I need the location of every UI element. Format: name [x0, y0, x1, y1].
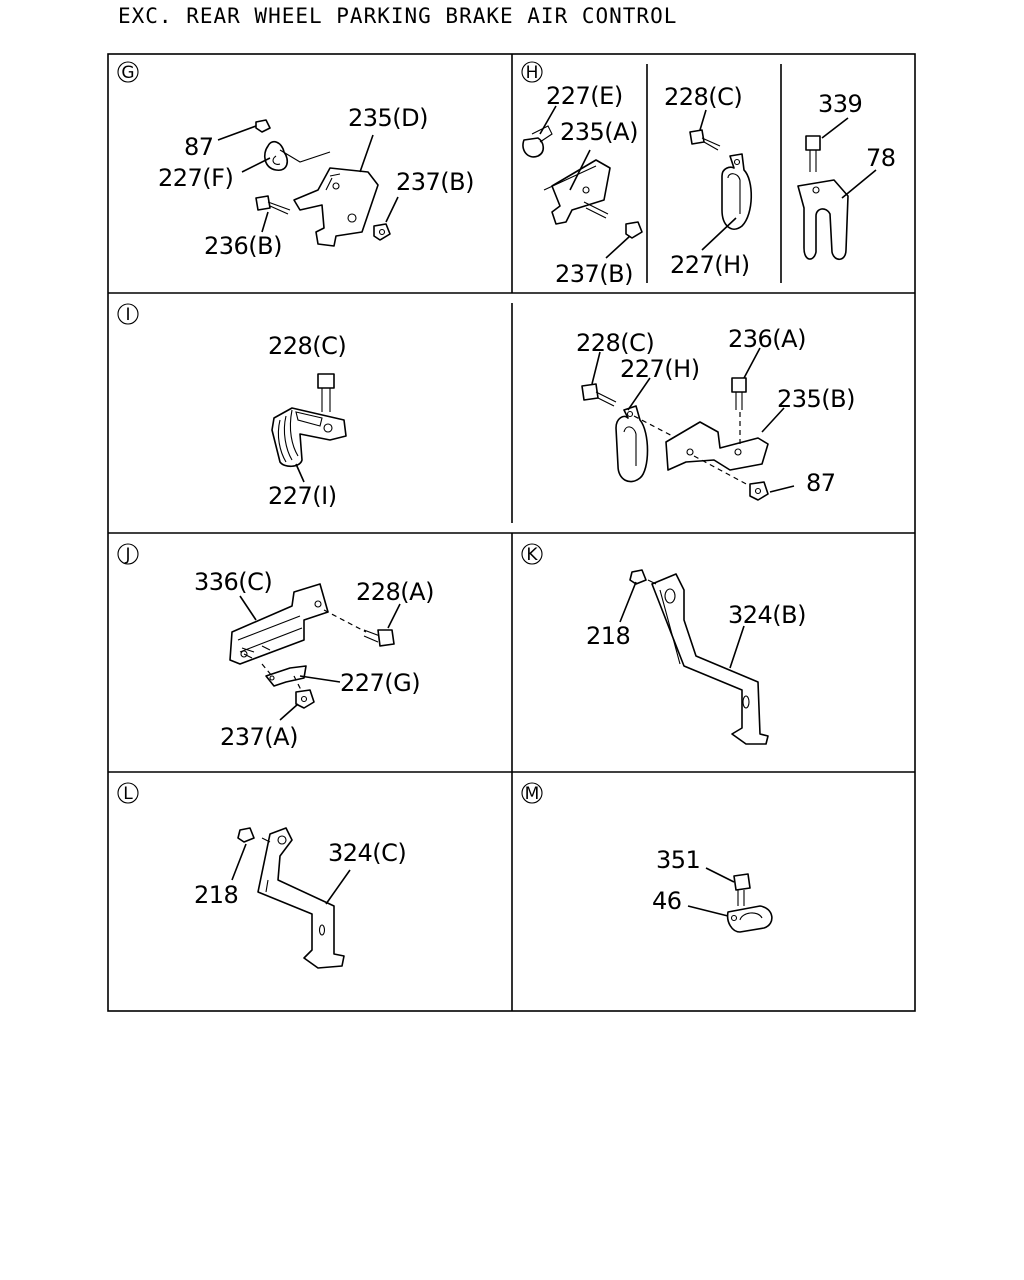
clip-227f [263, 140, 289, 171]
label-227i: 227(I) [268, 482, 337, 510]
label-218-k: 218 [586, 622, 630, 650]
bracket-235a [551, 159, 611, 225]
label-237b-g: 237(B) [396, 168, 474, 196]
section-marker-h: H [521, 61, 543, 83]
label-236a: 236(A) [728, 325, 806, 353]
label-46: 46 [652, 887, 682, 915]
bolt-351 [733, 873, 751, 906]
section-marker-k: K [521, 543, 543, 565]
svg-text:G: G [121, 63, 134, 83]
page-title: EXC. REAR WHEEL PARKING BRAKE AIR CONTRO… [118, 4, 678, 28]
label-237b-h: 237(B) [555, 260, 633, 288]
bolt-228c-i2 [581, 383, 617, 407]
panel-m: M 351 46 [521, 782, 773, 933]
bolt-339 [805, 135, 821, 172]
section-marker-l: L [117, 782, 139, 804]
nut-87 [255, 119, 271, 133]
panel-h: H 227(E) 235(A) 237(B) 228(C) 22 [521, 61, 896, 288]
svg-text:I: I [125, 305, 130, 325]
nut-218-l [237, 827, 255, 843]
svg-text:J: J [124, 545, 130, 565]
label-227h-h: 227(H) [670, 251, 750, 279]
label-228c-i: 228(C) [268, 332, 346, 360]
clamp-227h-i2 [615, 405, 649, 483]
bolt-228c-h [689, 129, 721, 151]
label-235b: 235(B) [777, 385, 855, 413]
label-227h-i2: 227(H) [620, 355, 700, 383]
section-marker-i: I [117, 303, 139, 325]
clamp-227h [721, 153, 753, 230]
bolt-228c-i [317, 373, 335, 412]
label-227f: 227(F) [158, 164, 233, 192]
svg-text:L: L [123, 784, 133, 804]
label-324b: 324(B) [728, 601, 806, 629]
svg-text:H: H [526, 63, 539, 83]
clip-227g [265, 665, 307, 687]
nut-218-k [629, 569, 647, 585]
panel-i-right: 228(C) 227(H) 236(A) 235(B) 87 [576, 325, 856, 501]
bracket-78 [797, 179, 849, 261]
nut-237a [295, 689, 315, 709]
bracket-235b [665, 421, 769, 471]
label-336c: 336(C) [194, 568, 272, 596]
nut-237b [373, 223, 391, 241]
bolt-228a [363, 629, 395, 647]
section-marker-g: G [117, 61, 139, 83]
panel-j: J 336(C) 228(A) 227(G) 237(A) [117, 543, 434, 751]
svg-text:M: M [525, 784, 540, 804]
label-227e: 227(E) [546, 82, 623, 110]
label-218-l: 218 [194, 881, 238, 909]
label-87-i2: 87 [806, 469, 836, 497]
section-marker-j: J [117, 543, 139, 565]
label-351: 351 [656, 846, 700, 874]
svg-text:K: K [526, 545, 538, 565]
label-228a: 228(A) [356, 578, 434, 606]
clip-227e [522, 137, 545, 158]
label-87-g: 87 [184, 133, 214, 161]
bracket-324b [651, 573, 769, 745]
label-227g: 227(G) [340, 669, 420, 697]
label-228c-i2: 228(C) [576, 329, 654, 357]
label-324c: 324(C) [328, 839, 406, 867]
panel-grid [107, 53, 916, 1012]
bracket-235d [293, 167, 379, 247]
bracket-324c [257, 827, 345, 969]
bolt-236b [255, 195, 291, 215]
panel-l: L 218 324(C) [117, 782, 407, 969]
panel-k: K 218 324(B) [521, 543, 807, 745]
label-235a: 235(A) [560, 118, 638, 146]
panel-g: G 87 227(F) 236(B) 235(D) 237(B) [117, 61, 475, 260]
panel-i: I 228(C) 227(I) [117, 303, 347, 510]
label-237a: 237(A) [220, 723, 298, 751]
clamp-46 [726, 905, 773, 933]
label-236b: 236(B) [204, 232, 282, 260]
section-marker-m: M [521, 782, 543, 804]
label-78: 78 [866, 144, 896, 172]
bolt-236a [731, 377, 747, 410]
label-235d: 235(D) [348, 104, 428, 132]
nut-87-i2 [749, 481, 769, 501]
label-339: 339 [818, 90, 862, 118]
label-228c-h: 228(C) [664, 83, 742, 111]
